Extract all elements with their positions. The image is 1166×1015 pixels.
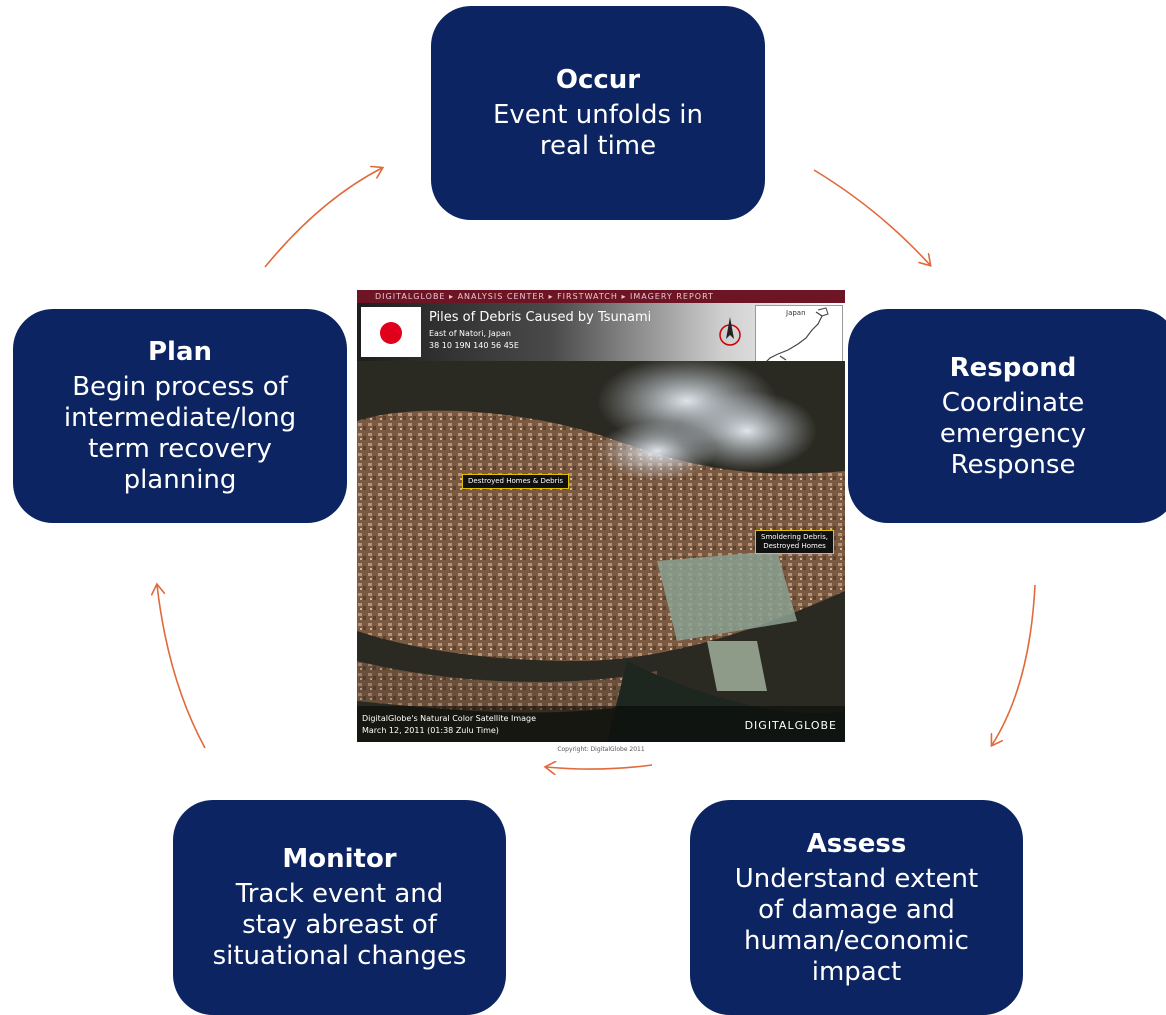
report-title: Piles of Debris Caused by Tsunami [429,310,652,325]
step-title: Occur [555,65,641,95]
step-description: Event unfolds in real time [493,100,703,162]
desc-line: Begin process of [72,372,288,402]
report-top-bar: DIGITALGLOBE ▸ ANALYSIS CENTER ▸ FIRSTWA… [357,290,845,303]
callout-destroyed-homes: Destroyed Homes & Debris [462,474,570,489]
report-header: Piles of Debris Caused by Tsunami East o… [357,303,845,369]
step-monitor: Monitor Track event and stay abreast of … [173,800,506,1015]
step-description: Understand extent of damage and human/ec… [735,864,978,988]
japan-locator-map: Japan [755,305,843,369]
step-description: Track event and stay abreast of situatio… [213,879,467,972]
map-label: Japan [786,309,806,317]
japan-flag-icon [361,307,421,357]
arrow-plan-to-occur [264,168,382,268]
caption-line-2: March 12, 2011 (01:38 Zulu Time) [362,726,499,735]
desc-line: Event unfolds in [492,100,703,130]
desc-line: Understand extent [734,863,979,894]
step-title: Respond [949,352,1077,383]
step-occur: Occur Event unfolds in real time [431,6,765,220]
step-description: Begin process of intermediate/long term … [64,372,296,496]
step-title: Monitor [282,844,397,874]
desc-line: of damage and [758,894,955,925]
report-coordinates: 38 10 19N 140 56 45E [429,341,519,350]
desc-line: situational changes [212,941,467,971]
tsunami-debris-satellite-photo [357,361,845,742]
image-copyright: Copyright: DigitalGlobe 2011 [557,746,645,753]
image-caption-bar: DigitalGlobe's Natural Color Satellite I… [357,706,845,742]
step-title: Assess [806,828,907,859]
japan-outline-icon [765,307,829,363]
arrow-assess-to-monitor [546,765,653,769]
arrow-respond-to-assess [992,584,1036,745]
step-assess: Assess Understand extent of damage and h… [690,800,1023,1015]
callout-line: Destroyed Homes [763,542,826,550]
callout-smoldering-debris: Smoldering Debris, Destroyed Homes [755,530,835,554]
desc-line: real time [539,131,657,161]
desc-line: impact [811,956,902,987]
satellite-image-panel: DIGITALGLOBE ▸ ANALYSIS CENTER ▸ FIRSTWA… [357,290,845,742]
desc-line: Coordinate [941,387,1085,418]
desc-line: Track event and [235,879,444,909]
digitalglobe-logo: DIGITALGLOBE [744,719,837,732]
step-description: Coordinate emergency Response [940,388,1086,481]
callout-line: Smoldering Debris, [761,533,829,541]
arrow-monitor-to-plan [157,585,206,749]
desc-line: human/economic [744,925,969,956]
desc-line: planning [123,465,237,495]
desc-line: stay abreast of [242,910,437,940]
caption-line-1: DigitalGlobe's Natural Color Satellite I… [362,714,537,723]
desc-line: emergency [939,418,1087,449]
desc-line: term recovery [88,434,272,464]
step-plan: Plan Begin process of intermediate/long … [13,309,347,523]
step-title: Plan [147,337,213,367]
step-respond: Respond Coordinate emergency Response [848,309,1166,523]
arrow-occur-to-respond [813,169,930,265]
report-location: East of Natori, Japan [429,329,511,338]
desc-line: intermediate/long [63,403,297,433]
desc-line: Response [950,449,1076,480]
compass-icon [719,317,741,346]
